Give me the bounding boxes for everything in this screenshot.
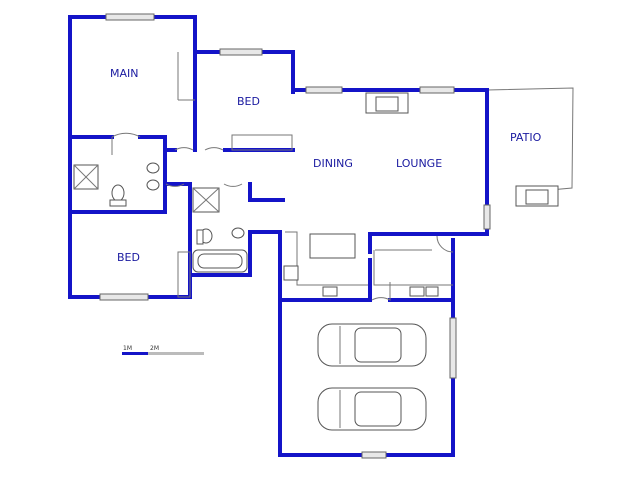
kitchen-island [309, 233, 356, 259]
patio-outline [486, 87, 574, 232]
stove-icon [283, 265, 299, 281]
basin-icon [146, 162, 160, 174]
car-icon-2 [317, 387, 427, 431]
room-label-main: MAIN [110, 67, 139, 80]
sink-icon [322, 286, 338, 297]
room-label-bed-1: BED [237, 95, 260, 108]
doors [111, 52, 454, 301]
room-label-dining: DINING [313, 157, 353, 170]
fixtures [73, 92, 559, 298]
walls [68, 15, 489, 457]
car-icon [317, 323, 427, 367]
windows [99, 13, 491, 459]
scale-label-2m: 2M [150, 345, 159, 352]
room-label-bed-2: BED [117, 251, 140, 264]
toilet-icon [111, 184, 125, 202]
cars [317, 323, 427, 431]
scale-bar: 1M 2M [122, 345, 204, 355]
scale-label-1m: 1M [123, 345, 132, 352]
room-label-patio: PATIO [510, 131, 542, 144]
room-label-lounge: LOUNGE [396, 157, 442, 170]
